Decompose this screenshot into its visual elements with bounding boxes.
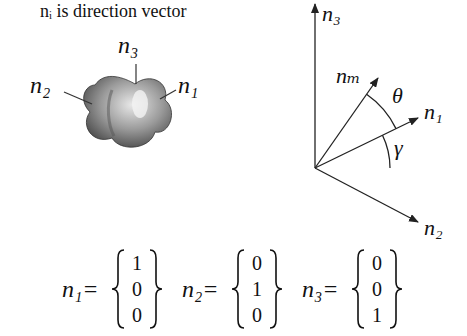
vector-component: 0 — [252, 252, 262, 274]
axis-label: nₘ — [336, 64, 361, 88]
braces — [112, 250, 402, 328]
vector-name: n₂= — [182, 276, 219, 302]
axis-label: n₃ — [118, 32, 138, 58]
vector-component: 0 — [252, 304, 262, 326]
vector-name: n₁= — [62, 276, 99, 302]
angle-label: θ — [392, 84, 403, 108]
caption-text: nᵢ is direction vector — [40, 2, 186, 22]
angle-label: γ — [394, 136, 403, 160]
axis-label: n₂ — [30, 72, 50, 98]
axes — [315, 4, 418, 222]
axis-label: n₁ — [424, 100, 443, 124]
vector-component: 0 — [132, 304, 142, 326]
vector-component: 0 — [372, 252, 382, 274]
vector-component: 1 — [252, 278, 262, 300]
vector-component: 0 — [372, 278, 382, 300]
axis-label: n₁ — [178, 72, 198, 98]
vector-name: n₃= — [302, 276, 339, 302]
vector-component: 0 — [132, 278, 142, 300]
shape-blob — [84, 76, 172, 147]
vector-component: 1 — [132, 252, 142, 274]
vector-component: 1 — [372, 304, 382, 326]
direction-lines — [64, 64, 176, 104]
axis-label: n₂ — [424, 216, 443, 240]
axis-label: n₃ — [322, 2, 341, 26]
